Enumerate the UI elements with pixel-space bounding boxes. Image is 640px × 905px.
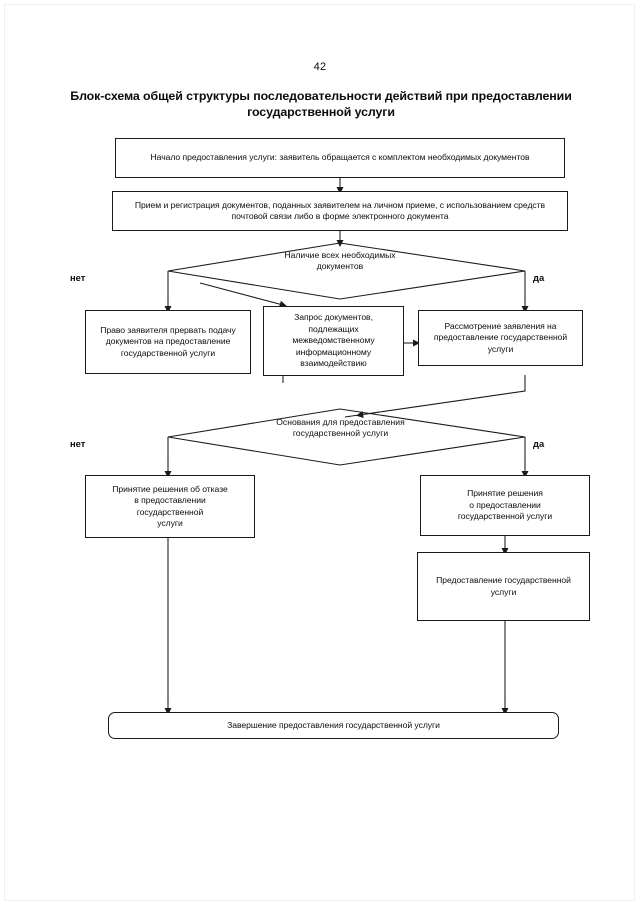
page-title-line-1: Блок-схема общей структуры последователь…	[70, 89, 572, 103]
node-provide-service[interactable]: Предоставление государственной услуги	[417, 552, 590, 621]
node-review-application[interactable]: Рассмотрение заявления на предоставление…	[418, 310, 583, 366]
node-finish-label: Завершение предоставления государственно…	[227, 719, 440, 730]
node-right-to-stop[interactable]: Право заявителя прервать подачу документ…	[85, 310, 251, 374]
node-interagency-request[interactable]: Запрос документов, подлежащих межведомст…	[263, 306, 404, 376]
node-refusal-decision-label: Принятие решения об отказе в предоставле…	[112, 483, 228, 528]
page-title: Блок-схема общей структуры последователь…	[66, 88, 576, 120]
branch-label-documents-yes: да	[533, 272, 545, 283]
node-start[interactable]: Начало предоставления услуги: заявитель …	[115, 138, 565, 178]
branch-label-documents-no: нет	[70, 272, 86, 283]
node-start-label: Начало предоставления услуги: заявитель …	[150, 152, 530, 163]
page-number: 42	[313, 61, 327, 73]
page-title-line-2: государственной услуги	[247, 105, 395, 119]
node-refusal-decision[interactable]: Принятие решения об отказе в предоставле…	[85, 475, 255, 538]
branch-label-grounds-no: нет	[70, 438, 86, 449]
branch-label-grounds-yes: да	[533, 438, 545, 449]
node-decision-grounds-label: Основания для предоставления государстве…	[276, 417, 405, 439]
node-right-to-stop-label: Право заявителя прервать подачу документ…	[100, 324, 236, 358]
node-grant-decision-label: Принятие решения о предоставлении госуда…	[457, 488, 553, 522]
node-intake-label: Прием и регистрация документов, поданных…	[134, 199, 546, 221]
node-provide-service-label: Предоставление государственной услуги	[436, 575, 571, 597]
node-grant-decision[interactable]: Принятие решения о предоставлении госуда…	[420, 475, 590, 536]
node-review-application-label: Рассмотрение заявления на предоставление…	[433, 320, 568, 354]
node-intake[interactable]: Прием и регистрация документов, поданных…	[112, 191, 568, 231]
node-decision-documents-label: Наличие всех необходимых документов	[284, 250, 396, 272]
node-interagency-request-label: Запрос документов, подлежащих межведомст…	[292, 312, 375, 369]
node-finish[interactable]: Завершение предоставления государственно…	[108, 712, 559, 739]
